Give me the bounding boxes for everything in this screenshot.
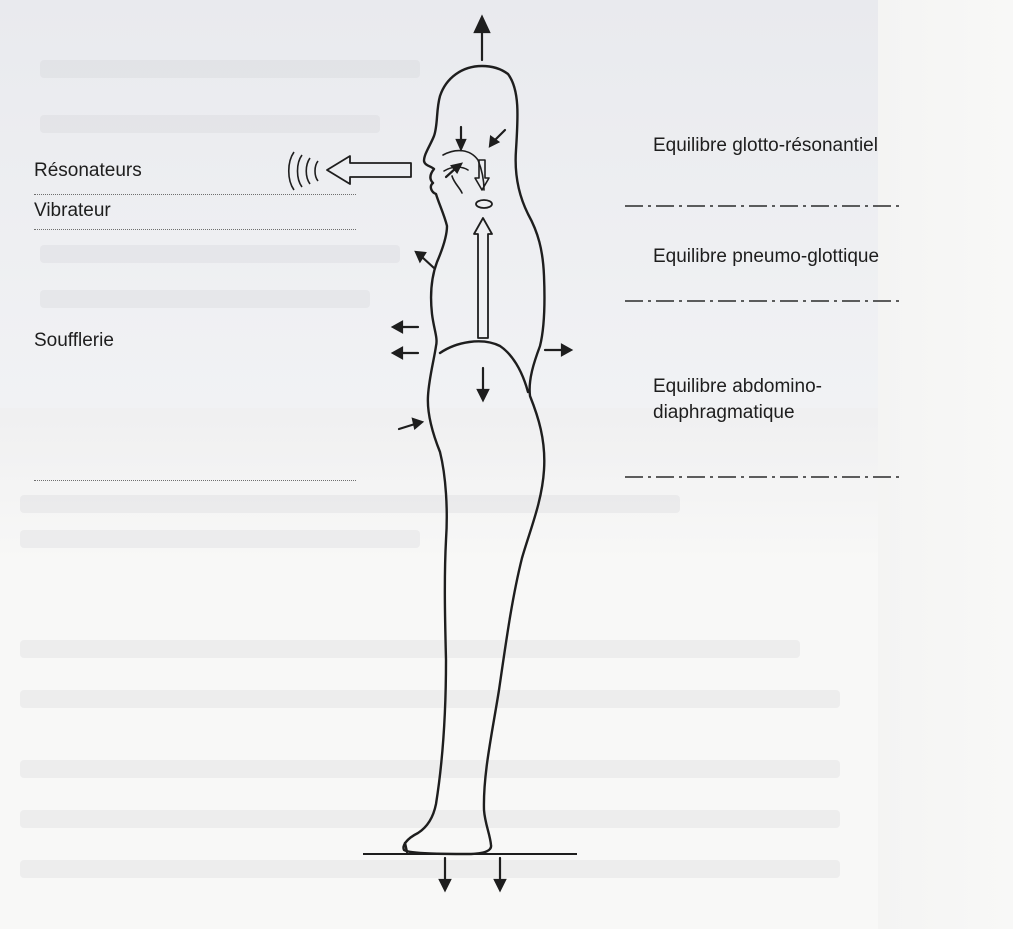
sound-waves-icon [289,152,318,190]
airflow-arrow-mouth [327,156,411,184]
arrow-up-icon [475,17,489,32]
arrow-right-icon [399,424,415,429]
arrow-up-left-icon [422,257,434,268]
arrow-right-icon [562,345,571,355]
arrow-right-icon [413,419,422,428]
vocal-tract-outline [443,151,492,208]
airflow-arrow-trachea [474,218,492,338]
arrow-down-left-icon [495,130,505,140]
arrow-down-icon [478,390,488,400]
arrow-down-icon [457,140,465,149]
arrow-down-icon [440,880,450,890]
arrow-left-icon [393,322,402,332]
human-figure-silhouette [404,66,545,854]
arrow-left-icon [393,348,402,358]
arrow-down-icon [495,880,505,890]
